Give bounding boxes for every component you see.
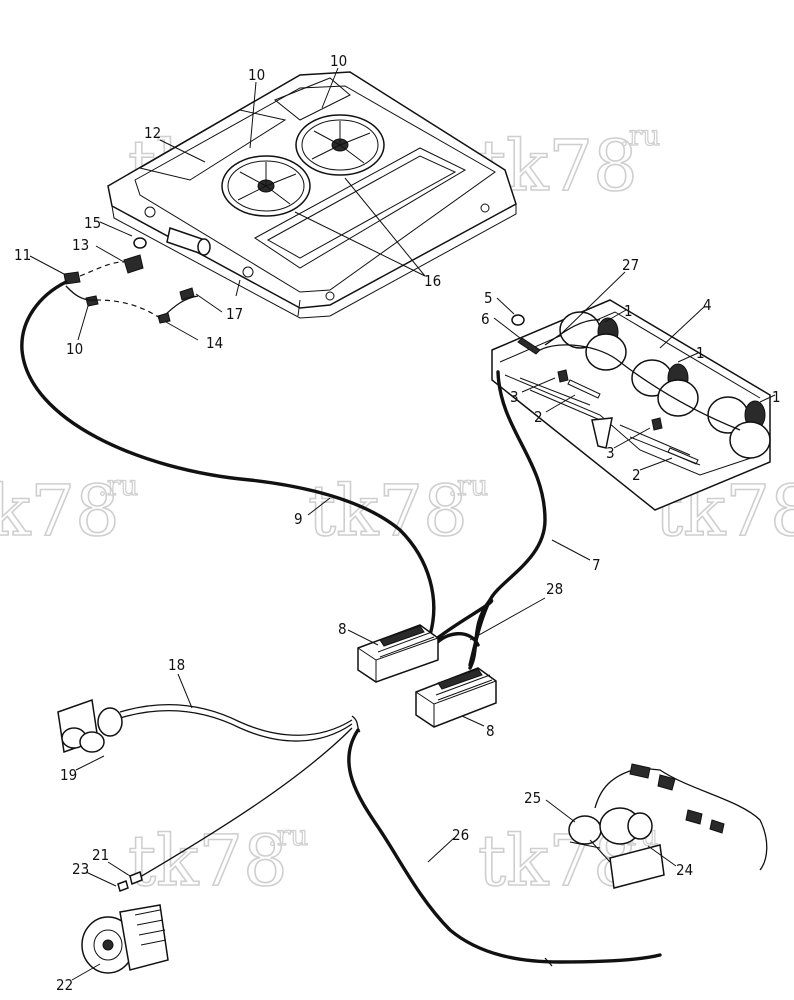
evaporator-unit: [491, 299, 771, 511]
callout-18: 18: [168, 656, 185, 674]
harness-4: [539, 344, 741, 431]
callout-8b: 8: [486, 722, 495, 740]
watermark-3-suffix: .ru: [98, 469, 138, 502]
callout-9: 9: [294, 510, 303, 528]
callout-23: 23: [72, 860, 89, 878]
watermark-3: tk78: [0, 470, 120, 552]
watermark-6-suffix: .ru: [268, 819, 308, 852]
callout-3b: 3: [606, 444, 615, 462]
callout-27: 27: [622, 256, 639, 274]
blower-motor-1a: [559, 311, 627, 371]
harness-14-17: [157, 287, 199, 324]
connector-13: [123, 254, 144, 274]
blower-motor-1c: [707, 396, 771, 459]
callout-12: 12: [144, 124, 161, 142]
sensor-6: [517, 337, 541, 355]
junction-box-8b: [415, 667, 497, 728]
fan-left: [221, 155, 311, 217]
callout-19: 19: [60, 766, 77, 784]
callout-1c: 1: [772, 388, 781, 406]
callout-13: 13: [72, 236, 89, 254]
harness-27: [544, 319, 601, 346]
connector-21: [129, 870, 143, 886]
junction-box-8a: [357, 624, 439, 683]
harness-26: [347, 728, 662, 964]
callout-24: 24: [676, 861, 693, 879]
callout-10b: 10: [330, 52, 347, 70]
resistor-2b: [667, 447, 699, 465]
harness-21: [134, 727, 353, 881]
relay-3a: [557, 369, 569, 383]
relay-3b: [651, 417, 663, 431]
harness-18: [119, 703, 353, 736]
callout-10c: 10: [66, 340, 83, 358]
callout-16: 16: [424, 272, 441, 290]
callout-11: 11: [14, 246, 31, 264]
leader-lines: [29, 67, 776, 981]
blower-motor-1b: [631, 359, 699, 417]
callout-7: 7: [592, 556, 601, 574]
plug-23: [117, 880, 129, 892]
callout-6: 6: [481, 310, 490, 328]
harness-7: [468, 370, 547, 667]
callout-5: 5: [484, 289, 493, 307]
callout-10a: 10: [248, 66, 265, 84]
fan-right: [295, 114, 385, 176]
callout-3a: 3: [510, 388, 519, 406]
callout-2b: 2: [632, 466, 641, 484]
callout-1b: 1: [696, 344, 705, 362]
callout-8a: 8: [338, 620, 347, 638]
harness-28: [433, 598, 494, 670]
watermark-6: tk78: [128, 820, 288, 902]
compressor-22: [81, 904, 169, 974]
callout-28: 28: [546, 580, 563, 598]
callout-26: 26: [452, 826, 469, 844]
watermark-4: tk78: [308, 470, 468, 552]
callout-15: 15: [84, 214, 101, 232]
watermark-4-suffix: .ru: [448, 469, 488, 502]
callout-1a: 1: [624, 302, 633, 320]
callouts: 10 10 12 15 13 11 16 17 14 10 27 5 6 1 4…: [14, 52, 781, 994]
connector-10-lower: [85, 295, 99, 307]
callout-21: 21: [92, 846, 109, 864]
callout-2a: 2: [534, 408, 543, 426]
resistor-2a: [567, 379, 601, 399]
watermark-2-suffix: .ru: [620, 119, 660, 152]
pump-assembly: [568, 763, 768, 889]
callout-17: 17: [226, 305, 243, 323]
harness-9: [20, 280, 436, 637]
callout-4: 4: [703, 296, 712, 314]
grommet-15: [133, 237, 147, 249]
switch-19: [57, 698, 123, 754]
callout-25: 25: [524, 789, 541, 807]
callout-14: 14: [206, 334, 223, 352]
condenser-unit: [107, 71, 517, 319]
callout-22: 22: [56, 976, 73, 994]
nut-5: [511, 314, 525, 326]
